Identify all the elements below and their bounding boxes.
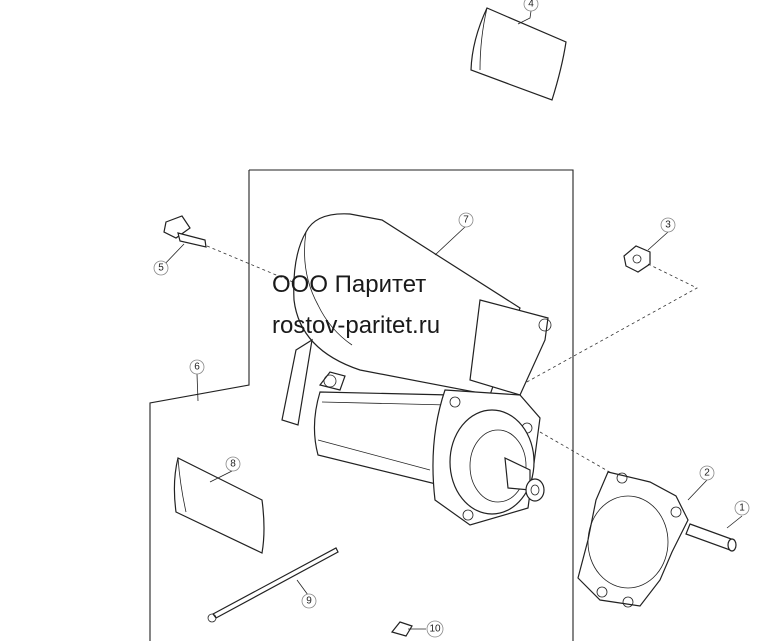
callout-6: 6 bbox=[189, 359, 205, 375]
part-10-clip bbox=[390, 621, 413, 637]
leader-line-4 bbox=[517, 10, 532, 25]
part-5-bolt bbox=[163, 215, 207, 248]
callout-7: 7 bbox=[458, 212, 474, 228]
leader-line-2 bbox=[687, 479, 708, 501]
kit-boundary-outline bbox=[149, 169, 574, 641]
part-8-shield bbox=[173, 457, 265, 554]
callout-8: 8 bbox=[225, 456, 241, 472]
svg-text:3: 3 bbox=[665, 220, 671, 231]
svg-text:9: 9 bbox=[306, 596, 312, 607]
svg-text:4: 4 bbox=[528, 0, 534, 10]
part-4-shield bbox=[470, 7, 567, 101]
svg-text:2: 2 bbox=[704, 468, 710, 479]
part-2-gasket bbox=[577, 471, 689, 608]
alignment-line-nut bbox=[524, 263, 698, 384]
leader-line-6 bbox=[196, 373, 199, 402]
callout-1: 1 bbox=[734, 500, 750, 516]
part-9-cable-tie bbox=[207, 547, 339, 623]
svg-text:8: 8 bbox=[230, 459, 236, 470]
callout-3: 3 bbox=[660, 217, 676, 233]
part-1-dowel-pin bbox=[685, 523, 737, 552]
watermark-website: rostov-paritet.ru bbox=[272, 312, 441, 339]
svg-text:6: 6 bbox=[194, 362, 200, 373]
callout-9: 9 bbox=[301, 593, 317, 609]
leader-line-3 bbox=[647, 231, 669, 251]
part-3-nut bbox=[623, 245, 651, 273]
leader-line-1 bbox=[726, 515, 743, 529]
leader-line-8 bbox=[209, 470, 233, 483]
alignment-line-gasket bbox=[539, 431, 621, 479]
callout-4: 4 bbox=[523, 0, 539, 12]
leader-line-7 bbox=[434, 225, 467, 256]
watermark-company-name: ООО Паритет bbox=[272, 271, 427, 298]
svg-text:7: 7 bbox=[463, 215, 469, 226]
svg-text:10: 10 bbox=[429, 624, 441, 635]
svg-text:1: 1 bbox=[739, 503, 745, 514]
alignment-line-bolt bbox=[206, 245, 301, 286]
callout-2: 2 bbox=[699, 465, 715, 481]
leader-line-9 bbox=[296, 579, 309, 596]
svg-text:5: 5 bbox=[158, 263, 164, 274]
callout-10: 10 bbox=[426, 620, 444, 638]
callout-5: 5 bbox=[153, 260, 169, 276]
part-7-starter-motor bbox=[281, 213, 552, 526]
